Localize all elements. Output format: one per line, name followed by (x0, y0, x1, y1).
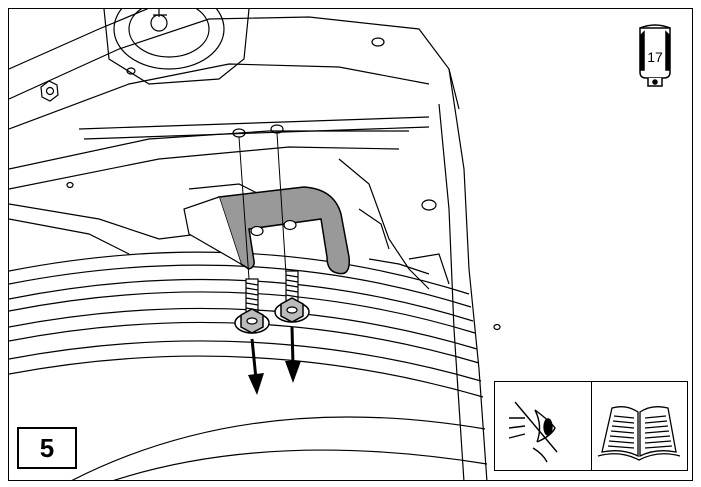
step-number: 5 (17, 427, 77, 469)
socket-wrench-icon (639, 24, 671, 87)
arrow-right (285, 326, 301, 383)
eye-icon (495, 382, 591, 470)
reference-panel (494, 381, 688, 471)
body-panel (9, 9, 488, 480)
arrow-left (248, 338, 264, 395)
bolt-left (234, 278, 270, 334)
strut-mount (103, 9, 250, 85)
alignment-lines (238, 132, 287, 280)
socket-size-label: 17 (647, 49, 663, 65)
diagram-frame: 5 (8, 8, 693, 481)
hex-nut (40, 80, 59, 102)
bolt-right (274, 270, 310, 323)
bracket (183, 186, 350, 275)
book-icon (590, 382, 688, 470)
panel-holes (66, 37, 501, 331)
wheel-arch-illustration (9, 9, 501, 480)
